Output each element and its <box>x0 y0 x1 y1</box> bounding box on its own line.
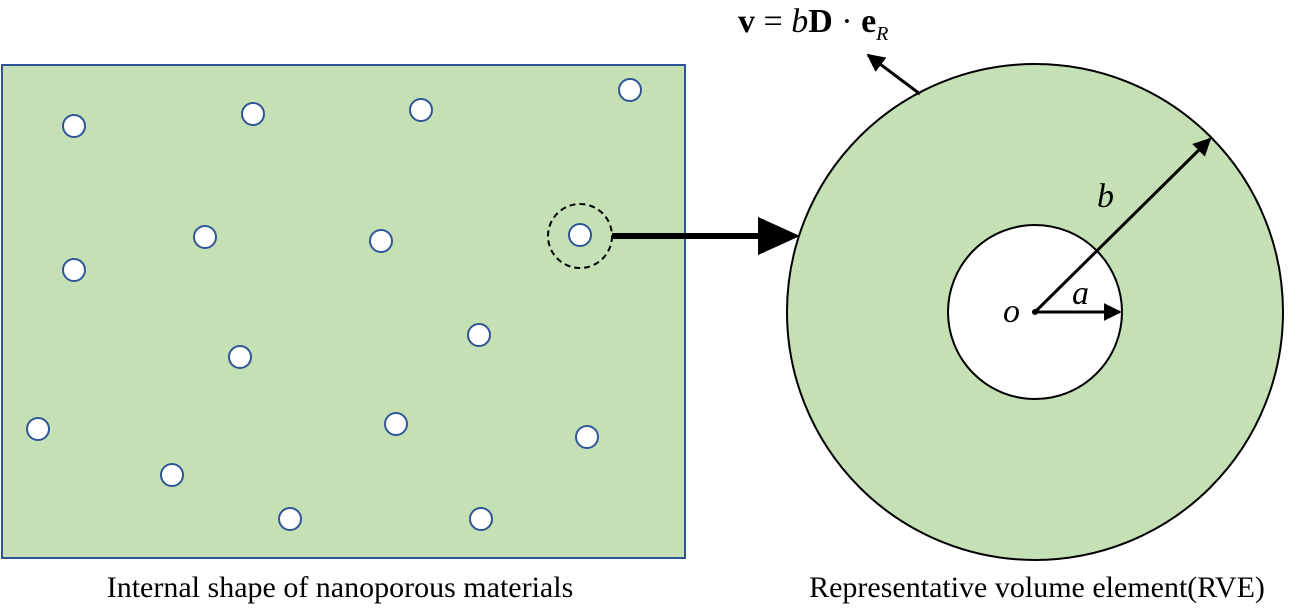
pore <box>384 412 408 436</box>
radius-b-arrow <box>1033 137 1212 314</box>
pore <box>26 417 50 441</box>
formula-v: v <box>738 3 755 40</box>
zoom-arrow <box>612 217 800 255</box>
pore <box>228 345 252 369</box>
pore <box>160 463 184 487</box>
velocity-arrow <box>866 53 921 96</box>
formula-b: b <box>791 3 808 40</box>
pore <box>467 323 491 347</box>
pore <box>278 507 302 531</box>
right-caption: Representative volume element(RVE) <box>809 571 1265 604</box>
pore <box>193 225 217 249</box>
pore <box>62 258 86 282</box>
velocity-formula: v = bD · eR <box>738 3 888 45</box>
formula-subscript: R <box>875 23 888 45</box>
formula-dot: · <box>833 3 861 40</box>
pore <box>409 98 433 122</box>
outer-radius-label: b <box>1097 178 1114 215</box>
inner-radius-label: a <box>1072 275 1089 312</box>
material-matrix <box>1 64 686 559</box>
pore <box>369 229 393 253</box>
pore <box>62 114 86 138</box>
formula-eq: = <box>755 3 791 40</box>
pore <box>568 223 592 247</box>
pores-group <box>26 78 642 531</box>
pore <box>469 507 493 531</box>
pore <box>575 425 599 449</box>
pore <box>241 102 265 126</box>
formula-D: D <box>808 3 833 40</box>
formula-e: e <box>861 3 876 40</box>
center-label: o <box>1003 293 1020 330</box>
left-caption: Internal shape of nanoporous materials <box>107 571 574 604</box>
pore <box>618 78 642 102</box>
